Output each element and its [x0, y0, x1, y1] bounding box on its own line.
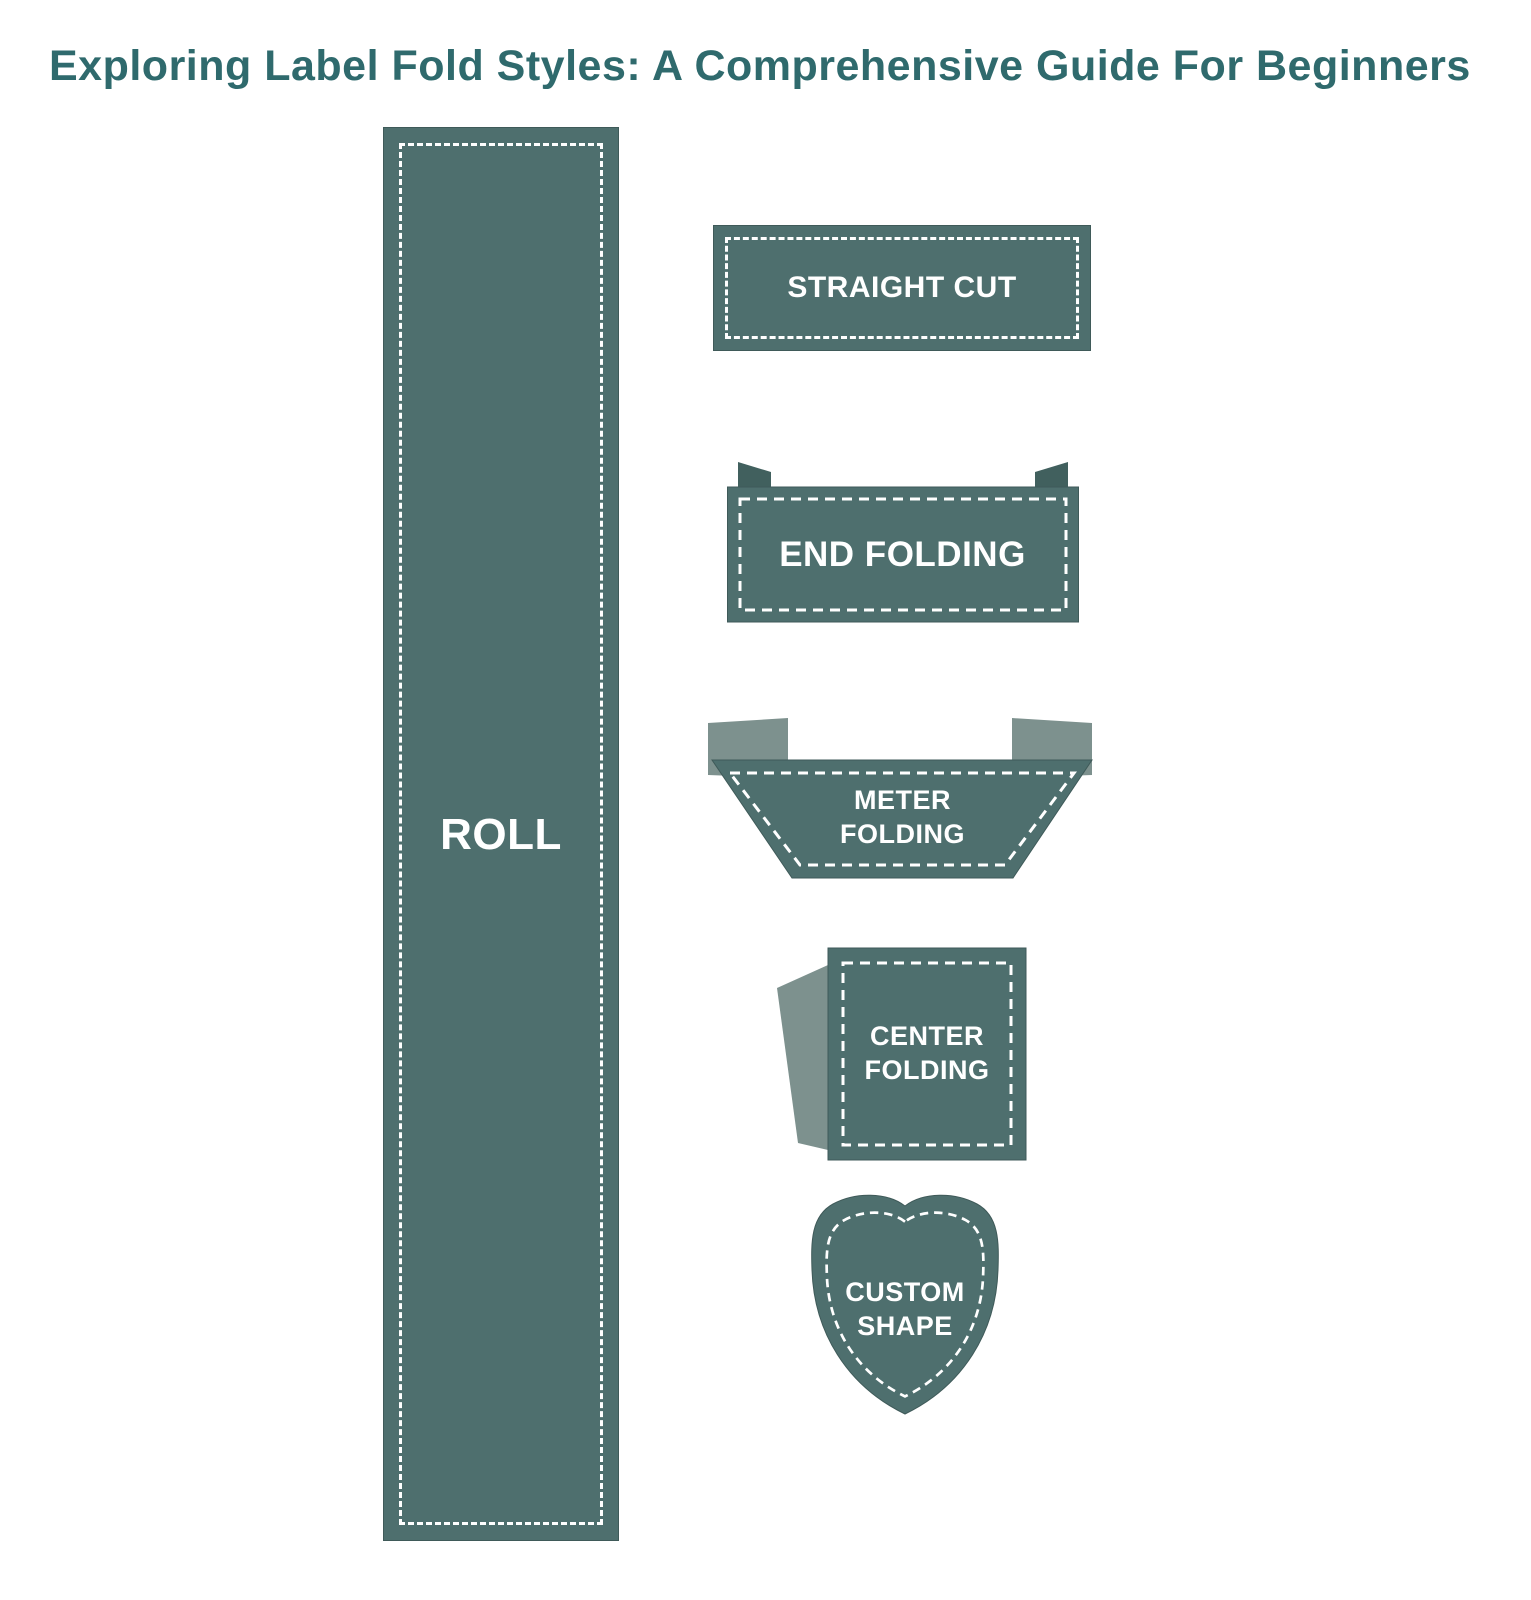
center-folding-back-flap	[777, 965, 828, 1150]
end-folding-left-flap	[738, 462, 771, 490]
end-folding-right-flap	[1035, 462, 1068, 490]
meter-folding-shape	[708, 718, 1093, 879]
custom-shape-outline	[811, 1194, 999, 1415]
end-folding-band	[727, 486, 1079, 623]
custom-shape-dashed-border	[825, 1211, 985, 1398]
center-folding-dashed-border	[841, 961, 1013, 1147]
custom-shape-shield	[811, 1194, 999, 1415]
straight-cut-dashed-border	[725, 237, 1079, 339]
roll-shape	[383, 127, 619, 1541]
end-folding-shape	[727, 462, 1079, 623]
roll-dashed-border	[399, 143, 603, 1525]
meter-folding-trapezoid	[711, 759, 1093, 879]
page-title: Exploring Label Fold Styles: A Comprehen…	[49, 42, 1471, 90]
straight-cut-shape	[713, 225, 1091, 351]
meter-folding-dashed-border	[726, 771, 1077, 867]
end-folding-dashed-border	[738, 497, 1068, 612]
center-folding-shape	[777, 947, 1027, 1161]
center-folding-square	[827, 947, 1027, 1161]
